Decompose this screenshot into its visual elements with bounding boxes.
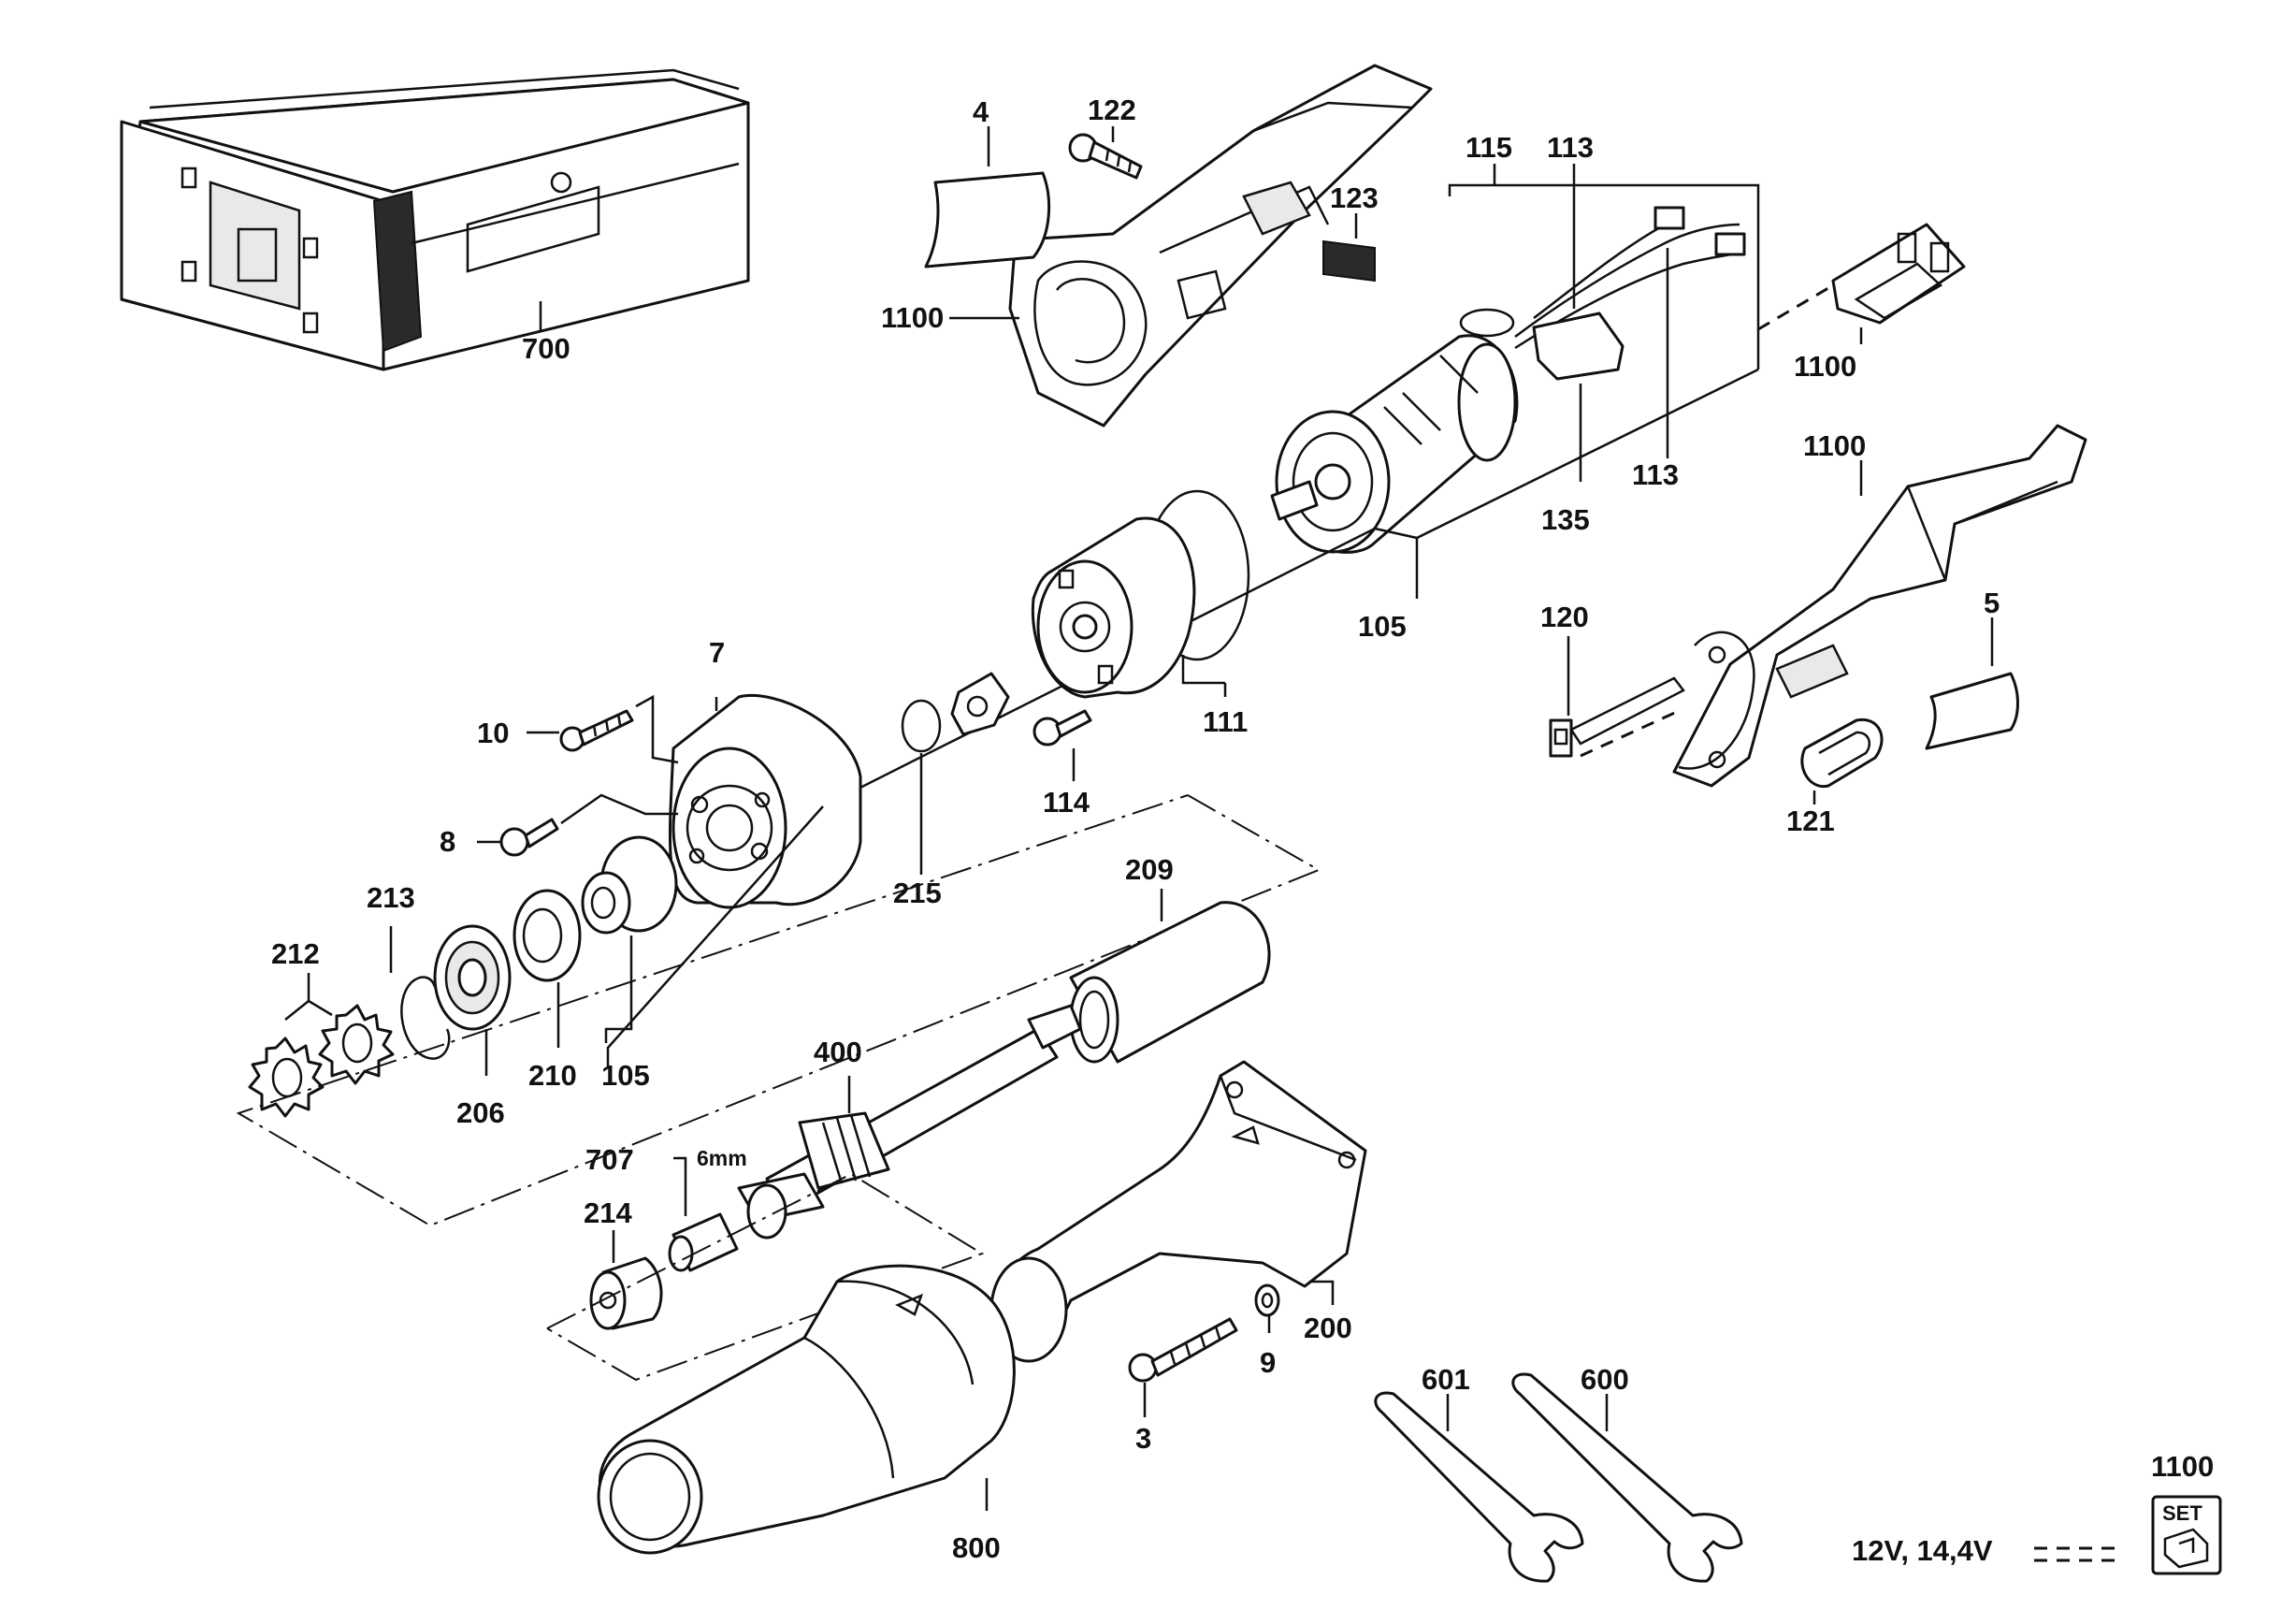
voltage-legend: 12V, 14,4V: [1852, 1534, 1993, 1567]
callout-10: 10: [477, 717, 509, 749]
washer-9: [1254, 1283, 1280, 1317]
button-121: [1800, 718, 1884, 789]
callout-213: 213: [367, 881, 415, 914]
set-badge-text: SET: [2162, 1501, 2202, 1525]
sleeve-209: [1069, 901, 1271, 1064]
callout-800: 800: [952, 1531, 1001, 1564]
callout-212: 212: [271, 937, 320, 970]
guard-800: [597, 1264, 1016, 1555]
callout-111: 111: [1203, 705, 1248, 738]
bearing-sleeve-105: [581, 835, 678, 935]
callout-113-right: 113: [1632, 458, 1679, 491]
label-sticker-4: [924, 171, 1051, 268]
callout-209: 209: [1125, 853, 1174, 886]
callout-215: 215: [893, 877, 942, 909]
callout-9: 9: [1260, 1346, 1276, 1379]
callout-206: 206: [456, 1096, 505, 1129]
screw-122: [1068, 133, 1143, 180]
callout-1100-housing-left: 1100: [881, 301, 944, 334]
callout-214: 214: [584, 1196, 632, 1229]
callout-700: 700: [522, 332, 570, 365]
callout-1100-housing-right: 1100: [1803, 429, 1866, 462]
callout-121: 121: [1786, 805, 1835, 837]
connector-block-1100: [1831, 223, 1966, 325]
callout-200: 200: [1304, 1312, 1352, 1344]
coupling-and-oring: [901, 672, 1010, 753]
gear-housing-111: [1031, 489, 1250, 699]
screw-10: [559, 709, 634, 752]
housing-shell-right: [1672, 424, 2087, 788]
spanner-601: [1374, 1391, 1584, 1583]
callout-123: 123: [1330, 181, 1379, 214]
carrying-case: [120, 68, 750, 371]
callout-115: 115: [1466, 131, 1512, 164]
callout-120: 120: [1540, 601, 1589, 633]
gear-housing-7: [668, 694, 862, 909]
callout-122: 122: [1088, 94, 1136, 126]
callout-600: 600: [1581, 1363, 1629, 1396]
pad-123: [1322, 239, 1376, 283]
screw-3: [1128, 1317, 1238, 1383]
callout-113-top: 113: [1547, 131, 1594, 164]
collet-707: [668, 1212, 739, 1272]
callout-4: 4: [973, 95, 989, 128]
screw-8: [499, 818, 559, 857]
callout-7: 7: [709, 636, 725, 669]
motor-assembly: [1270, 206, 1746, 554]
ball-bearing-206: [433, 924, 512, 1031]
callout-8: 8: [440, 825, 455, 858]
callout-5: 5: [1984, 587, 2000, 619]
nut-214: [589, 1256, 663, 1330]
callout-1100-set: 1100: [2151, 1450, 2214, 1483]
callout-105-bearing: 105: [601, 1059, 650, 1092]
bearing-ring-210: [513, 889, 582, 982]
callout-3: 3: [1135, 1422, 1151, 1455]
callout-210: 210: [528, 1059, 577, 1092]
callout-135: 135: [1541, 503, 1590, 536]
spanner-600: [1511, 1372, 1743, 1583]
label-sticker-5: [1925, 672, 2019, 750]
callout-400: 400: [814, 1036, 862, 1068]
screw-114: [1032, 709, 1092, 747]
callout-707: 707: [585, 1143, 634, 1176]
star-washers-212: [248, 1004, 395, 1118]
callout-1100-connector: 1100: [1794, 350, 1856, 383]
switch-slider-120: [1549, 676, 1685, 758]
housing-shell-top: [1008, 64, 1433, 428]
callout-105-motor: 105: [1358, 610, 1407, 643]
circlip-213: [400, 976, 451, 1060]
callout-6mm: 6mm: [697, 1146, 747, 1170]
callout-114: 114: [1043, 786, 1090, 819]
callout-601: 601: [1422, 1363, 1470, 1396]
spindle-400: [737, 1004, 1082, 1240]
set-badge: SET: [2151, 1495, 2222, 1575]
